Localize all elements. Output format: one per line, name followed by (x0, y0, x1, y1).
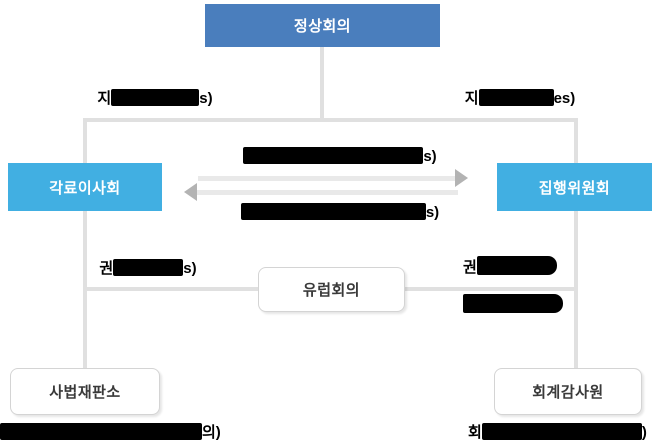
node-court-of-auditors: 회계감사원 (494, 368, 642, 415)
edge-label-suffix: ) (641, 424, 647, 441)
redaction-bar (243, 147, 424, 164)
arrow-right-bar (198, 176, 455, 181)
redaction-bar (481, 423, 642, 440)
edge-label-right-mid-line1: 권 (463, 256, 568, 278)
redaction-bar (463, 294, 563, 313)
edge-label-suffix: 의) (202, 424, 221, 441)
redaction-bar (0, 423, 202, 440)
node-european-parliament: 유럽회의 (258, 267, 405, 312)
redaction-bar (478, 89, 554, 106)
node-court-of-justice: 사법재판소 (10, 368, 160, 415)
edge-label-between-top: s) (230, 147, 450, 167)
redaction-bar (111, 89, 200, 106)
connector-summit-down (320, 47, 324, 120)
edge-label-suffix: s) (423, 148, 437, 165)
arrow-right-head-icon (455, 169, 468, 187)
connector-top-horizontal (83, 118, 578, 122)
edge-label-right-mid-line2 (463, 294, 568, 316)
edge-label-prefix: 회 (468, 424, 482, 441)
caption-bottom-left: 의) (0, 423, 230, 443)
edge-label-suffix: es) (553, 90, 576, 107)
redaction-bar (476, 256, 557, 275)
connector-left-stub (83, 118, 87, 165)
edge-label-prefix: 지 (97, 90, 112, 107)
edge-label-prefix: 지 (464, 90, 479, 107)
redaction-bar (240, 203, 426, 220)
edge-label-left-mid: 권 s) (93, 259, 203, 279)
edge-label-top-left: 지 s) (70, 89, 240, 109)
node-executive-commission: 집행위원회 (497, 163, 652, 211)
edge-label-prefix: 권 (463, 259, 477, 276)
node-council-of-ministers: 각료이사회 (8, 163, 162, 211)
edge-label-suffix: s) (425, 204, 440, 221)
edge-label-suffix: s) (199, 90, 213, 107)
arrow-left-head-icon (184, 183, 197, 201)
connector-right-stub (574, 118, 578, 165)
redaction-bar (113, 259, 184, 276)
edge-label-prefix: 권 (99, 260, 114, 277)
caption-bottom-right: 회) (468, 423, 660, 443)
edge-label-suffix: s) (183, 260, 197, 277)
arrow-left-bar (197, 190, 458, 195)
node-summit: 정상회의 (205, 4, 440, 47)
edge-label-top-right: 지 es) (440, 89, 600, 109)
edge-label-between-bottom: s) (230, 203, 450, 223)
